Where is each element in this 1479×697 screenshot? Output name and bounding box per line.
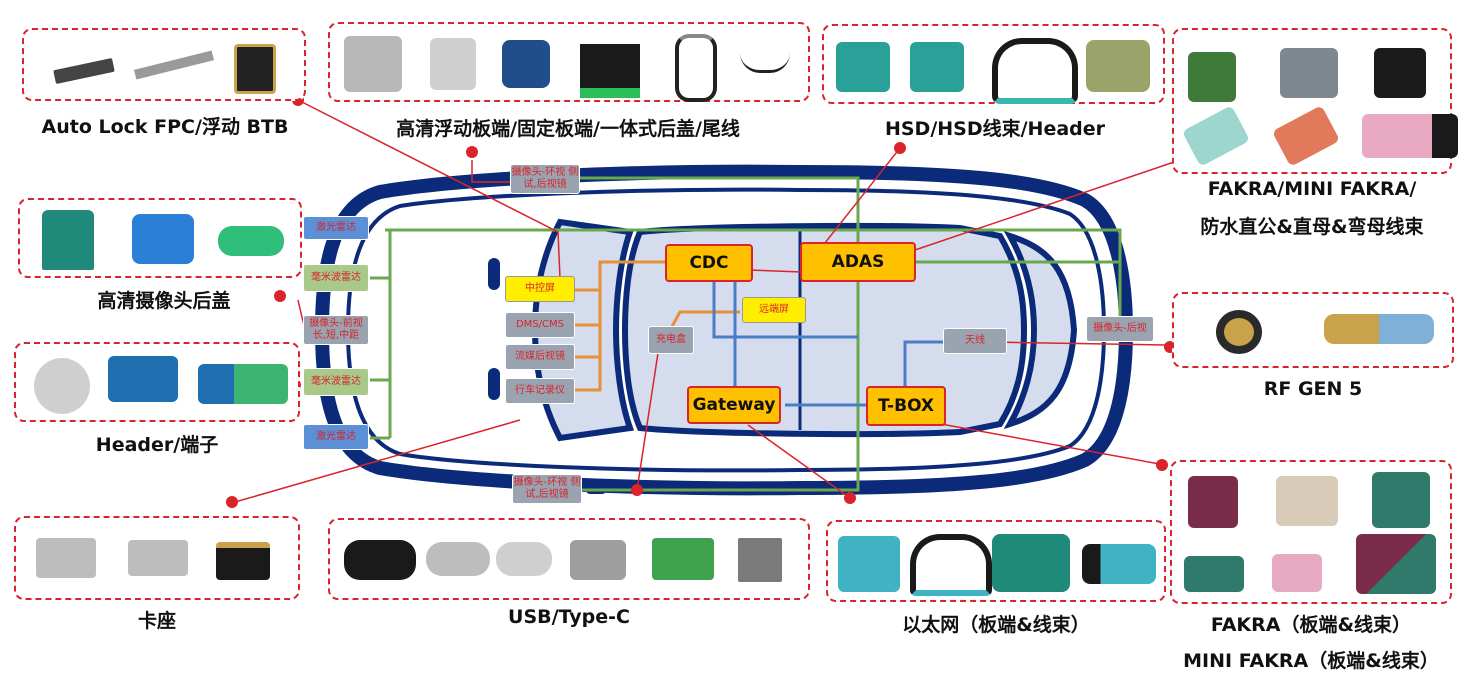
hsd-connector-b-image (910, 42, 964, 92)
caption-usb-typec: USB/Type-C (508, 606, 630, 628)
hsd-header-image (1086, 40, 1150, 92)
panel-camera-cover (18, 198, 302, 278)
panel-ethernet (826, 520, 1166, 602)
caption-fakra-waterproof-1: FAKRA/MINI FAKRA/ (1207, 178, 1417, 200)
typec-b-image (496, 542, 552, 576)
ecu-gateway[interactable]: Gateway (687, 386, 781, 424)
node-lidar-top[interactable]: 激光雷达 (303, 216, 369, 240)
waterproof-straight-female-image (1271, 105, 1341, 167)
hsd-connector-a-image (836, 42, 890, 92)
orange-bus (575, 260, 740, 392)
node-dms-cms[interactable]: DMS/CMS (505, 312, 575, 338)
usb-header-image (738, 538, 782, 582)
caption-hsd: HSD/HSD线束/Header (884, 118, 1106, 140)
ethernet-header-image (992, 534, 1070, 592)
node-dashcam[interactable]: 行车记录仪 (505, 378, 575, 404)
node-camera-front[interactable]: 摄像头-前视 长,短,中距 (303, 315, 369, 345)
rf-connector-a-image (1216, 310, 1262, 354)
caption-fakra-board-harness-1: FAKRA（板端&线束） (1210, 614, 1412, 636)
panel-usb-typec (328, 518, 810, 600)
fakra-board-beige-image (1276, 476, 1338, 526)
panel-header-terminal (14, 342, 300, 422)
rf-cable-image (1324, 314, 1434, 344)
panel-card-holder (14, 516, 300, 600)
usb-waterproof-image (344, 540, 416, 580)
btb-connector-image (234, 44, 276, 94)
caption-fakra-waterproof-2: 防水直公&直母&弯母线束 (1200, 216, 1424, 238)
hsd-harness-image (992, 38, 1078, 104)
waterproof-straight-male-image (1181, 105, 1251, 167)
fakra-harness-pink-image (1272, 554, 1322, 592)
caption-ethernet: 以太网（板端&线束） (902, 614, 1090, 636)
fixed-board-connector-image (430, 38, 476, 90)
ethernet-cable-image (1082, 544, 1156, 584)
integrated-cover-image (502, 40, 550, 88)
panel-rf-gen5 (1172, 292, 1454, 368)
node-lidar-bottom[interactable]: 激光雷达 (303, 424, 369, 450)
node-mmwave-bottom[interactable]: 毫米波雷达 (303, 368, 369, 396)
node-camera-surround-top[interactable]: 摄像头-环视 侧试,后视镜 (510, 164, 580, 194)
ecu-adas[interactable]: ADAS (800, 242, 916, 282)
mini-fakra-harness-image (1356, 534, 1436, 594)
panel-hsd (822, 24, 1165, 104)
round-header-image (34, 358, 90, 414)
sd-card-holder-image (128, 540, 188, 576)
camera-cover-green-flat-image (218, 226, 284, 256)
caption-card-holder: 卡座 (137, 610, 176, 632)
fakra-board-purple-image (1188, 476, 1238, 528)
fpc-connector-long-image (133, 50, 215, 80)
ecu-tbox[interactable]: T-BOX (866, 386, 946, 426)
caption-camera-cover: 高清摄像头后盖 (97, 290, 231, 312)
caption-hd-board: 高清浮动板端/固定板端/一体式后盖/尾线 (396, 118, 740, 140)
panel-fpc-btb (22, 28, 306, 101)
panel-fakra-waterproof (1172, 28, 1458, 174)
right-angle-female-harness-image (1362, 114, 1458, 158)
floating-board-connector-image (344, 36, 402, 92)
node-mmwave-top[interactable]: 毫米波雷达 (303, 264, 369, 292)
caption-fakra-board-harness-2: MINI FAKRA（板端&线束） (1183, 650, 1439, 672)
node-charger[interactable]: 充电盒 (648, 326, 694, 354)
camera-cover-green-image (42, 210, 94, 270)
blue-header-image (108, 356, 178, 402)
camera-cover-blue-image (132, 214, 194, 264)
sim-card-holder-image (36, 538, 96, 578)
typec-board-image (570, 540, 626, 580)
node-antenna[interactable]: 天线 (943, 328, 1007, 354)
typec-a-image (426, 542, 490, 576)
node-remote-screen[interactable]: 远端屏 (742, 297, 806, 323)
ethernet-board-image (838, 536, 900, 592)
node-center-screen[interactable]: 中控屏 (505, 276, 575, 302)
fakra-black-image (1374, 48, 1426, 98)
terminal-harness-image (198, 364, 288, 404)
cover-green-image (580, 44, 640, 98)
mini-fakra-gray-image (1280, 48, 1338, 98)
ecu-cdc[interactable]: CDC (665, 244, 753, 282)
pigtail-short-image (740, 44, 790, 73)
fpc-connector-image (53, 57, 115, 85)
caption-fpc-btb: Auto Lock FPC/浮动 BTB (41, 116, 289, 138)
panel-hd-board (328, 22, 810, 102)
mini-fakra-board-image (1372, 472, 1430, 528)
blue-bus (712, 282, 943, 407)
node-stream-mirror[interactable]: 流媒后视镜 (505, 344, 575, 370)
usb-a-image (652, 538, 714, 580)
caption-header-terminal: Header/端子 (95, 434, 219, 456)
ethernet-harness-image (910, 534, 992, 596)
nano-card-holder-image (216, 542, 270, 580)
fakra-green-image (1188, 52, 1236, 102)
fakra-harness-green-image (1184, 556, 1244, 592)
panel-fakra-board-harness (1170, 460, 1452, 604)
pigtail-cable-image (675, 34, 717, 102)
node-camera-surround-bottom[interactable]: 摄像头-环视 侧试,后视镜 (512, 474, 582, 504)
node-camera-rear[interactable]: 摄像头-后视 (1086, 316, 1154, 342)
caption-rf-gen5: RF GEN 5 (1263, 378, 1363, 400)
